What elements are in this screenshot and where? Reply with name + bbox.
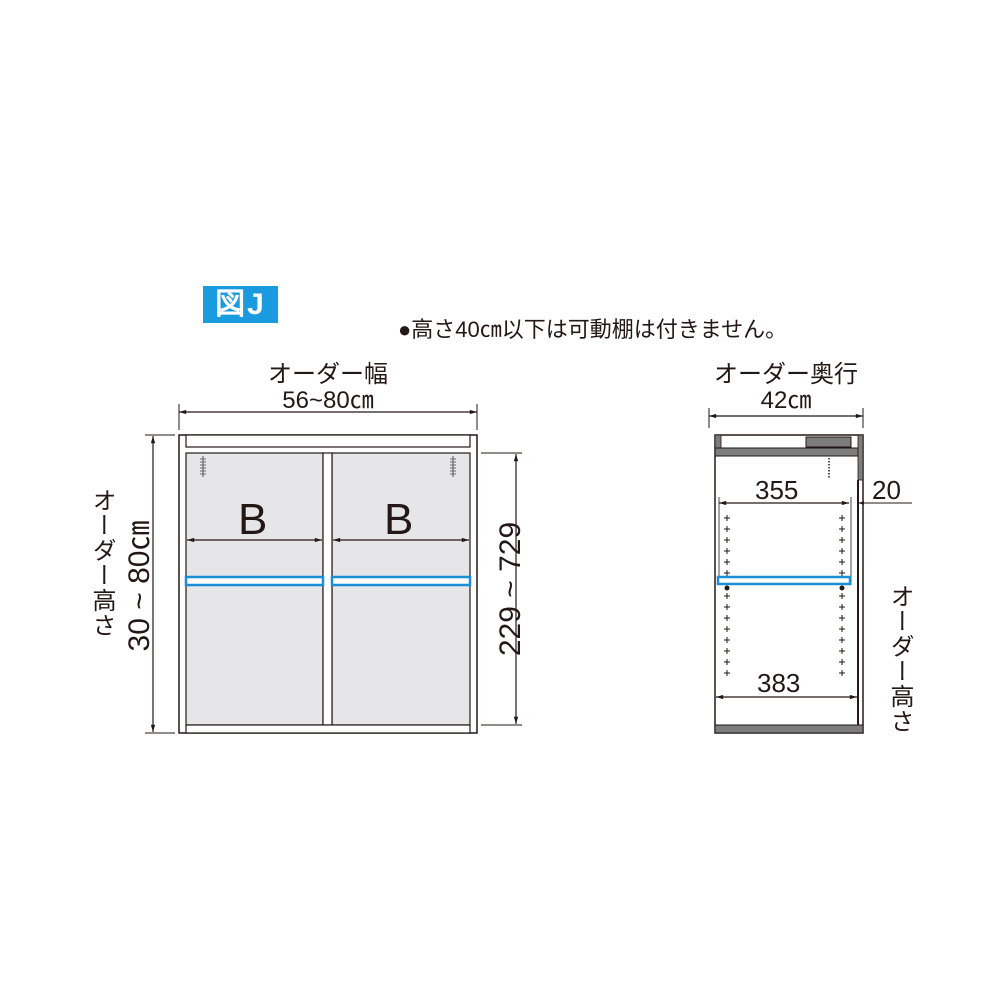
front-view-cabinet bbox=[145, 404, 522, 734]
note-text: ●高さ40㎝以下は可動棚は付きません。 bbox=[398, 317, 788, 342]
order-depth-title: オーダー奥行 bbox=[714, 361, 858, 388]
back-gap-20: 20 bbox=[872, 475, 901, 505]
compartment-label-left: B bbox=[238, 495, 268, 544]
inner-height-range: 229 ~ 729 bbox=[494, 521, 527, 657]
order-height-title: オーダー高さ bbox=[88, 488, 115, 638]
order-depth-value: 42㎝ bbox=[760, 387, 812, 414]
side-view-cabinet bbox=[708, 408, 912, 734]
compartment-label-right: B bbox=[384, 495, 414, 544]
side-order-height-title: オーダー高さ bbox=[886, 584, 913, 734]
movable-shelf bbox=[184, 575, 472, 587]
shelf-pin-holes bbox=[724, 515, 845, 676]
order-width-title: オーダー幅 bbox=[268, 361, 388, 388]
figure-badge: 図J bbox=[203, 286, 278, 323]
order-height-range: 30 ~ 80㎝ bbox=[123, 520, 156, 652]
inner-depth-383: 383 bbox=[757, 668, 801, 698]
shelf-depth-355: 355 bbox=[755, 475, 799, 505]
order-width-range: 56~80㎝ bbox=[282, 387, 374, 414]
